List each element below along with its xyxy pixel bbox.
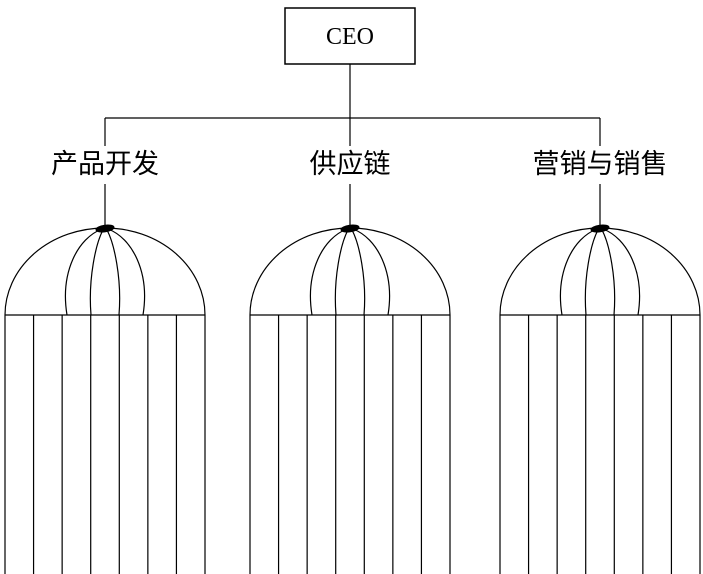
- ceo-label: CEO: [326, 24, 374, 50]
- diagram-lines: [4, 7, 701, 574]
- diagram-labels: CEO 产品开发 供应链 营销与销售: [51, 24, 668, 179]
- department-label-marketing-sales: 营销与销售: [533, 149, 668, 179]
- silo-product-development: [4, 183, 206, 574]
- silo-supply-chain: [249, 183, 451, 574]
- connector-tree: [104, 64, 601, 146]
- ceo-box: [284, 7, 416, 65]
- silo-marketing-sales: [499, 183, 701, 574]
- department-label-product-development: 产品开发: [51, 149, 159, 179]
- department-label-supply-chain: 供应链: [310, 149, 391, 179]
